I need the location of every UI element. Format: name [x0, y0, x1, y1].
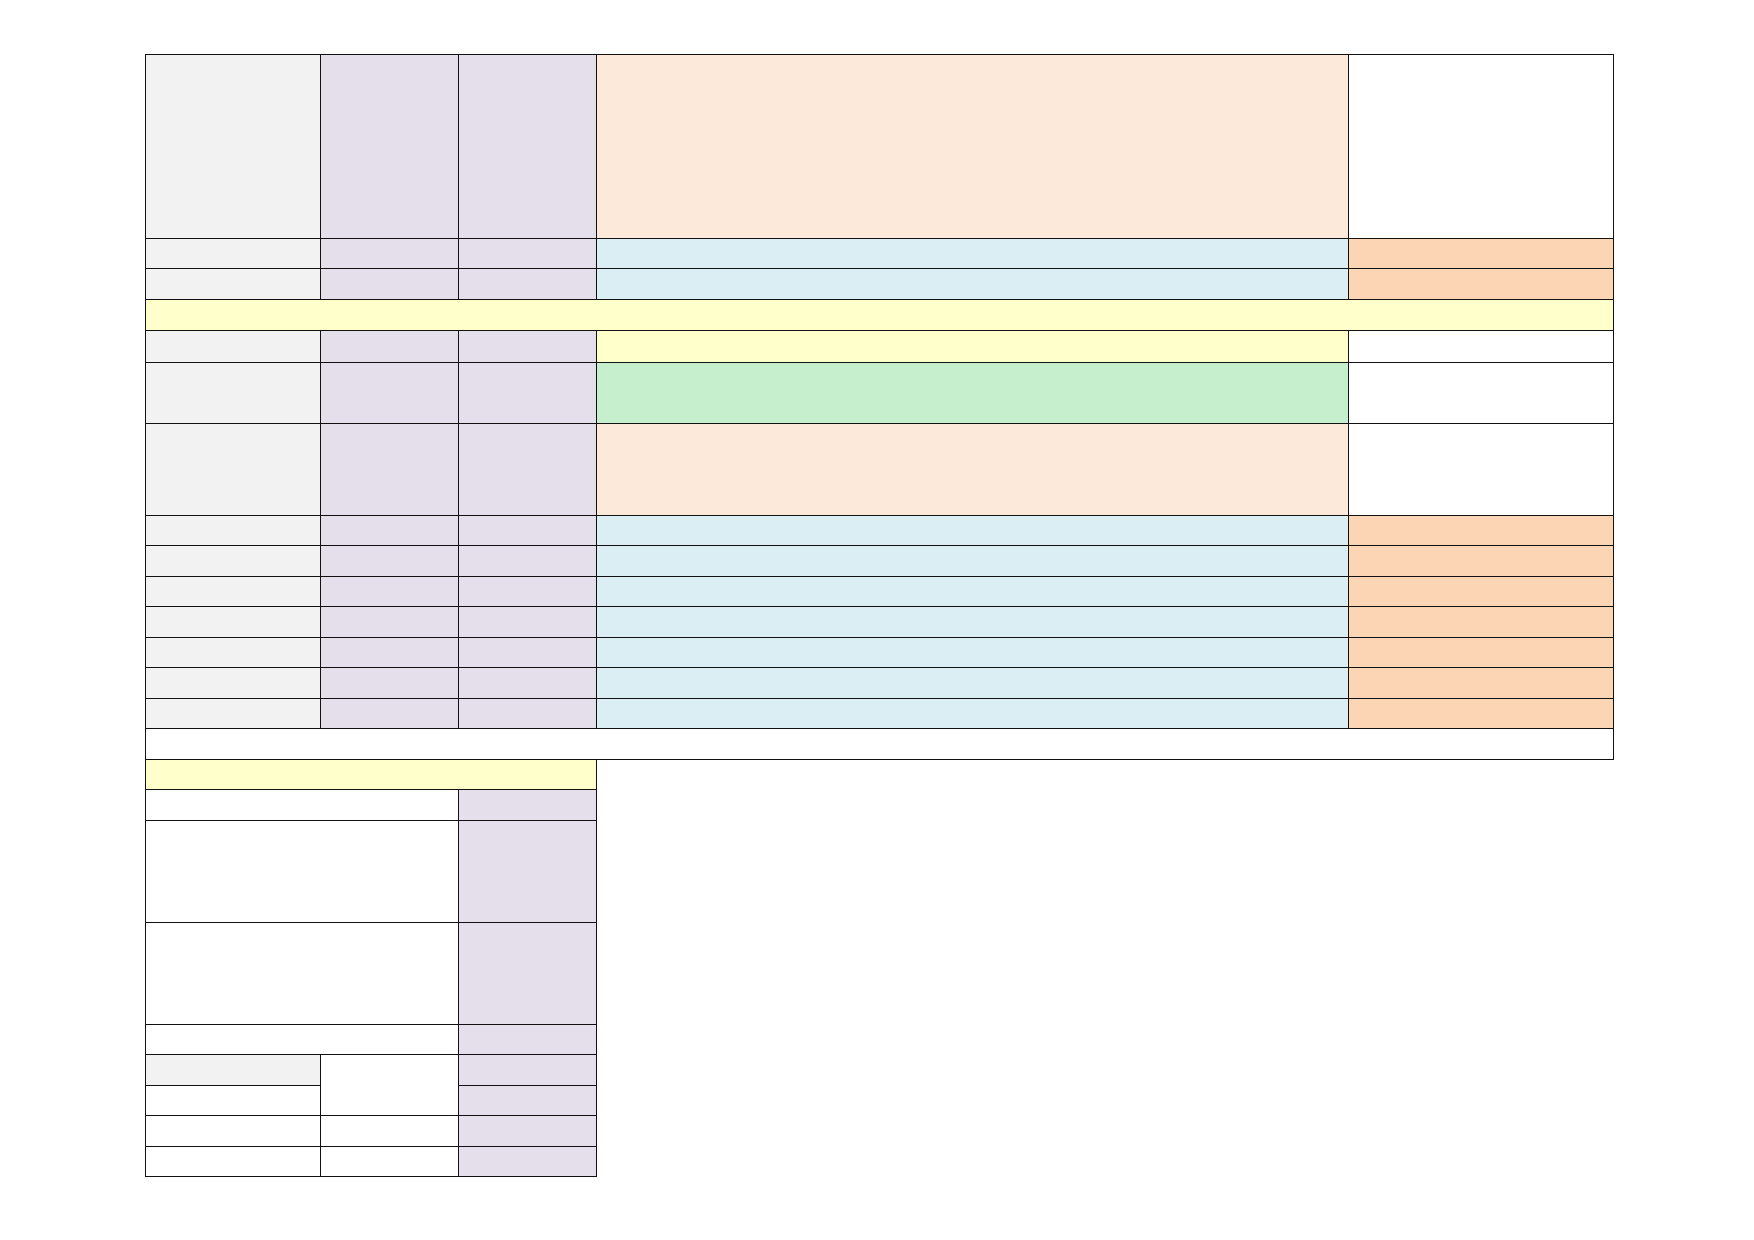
header-col-c[interactable]	[458, 54, 597, 239]
data-row-1-col-d[interactable]	[596, 515, 1349, 546]
row-1-col-a[interactable]	[145, 238, 321, 269]
summary-row-3-value[interactable]	[458, 922, 597, 1025]
row-1-col-d[interactable]	[596, 238, 1349, 269]
summary-row-3-label[interactable]	[145, 922, 459, 1025]
data-row-2-col-a[interactable]	[145, 545, 321, 577]
subheader-2-col-c[interactable]	[458, 423, 597, 516]
summary-row-8-col-b[interactable]	[320, 1146, 459, 1177]
subheader-2-col-b[interactable]	[320, 423, 459, 516]
summary-banner[interactable]	[145, 759, 597, 790]
section-row-col-a[interactable]	[145, 330, 321, 363]
data-row-3-col-e[interactable]	[1348, 576, 1614, 607]
row-1-col-e[interactable]	[1348, 238, 1614, 269]
data-row-2-col-e[interactable]	[1348, 545, 1614, 577]
footer-row[interactable]	[145, 728, 1614, 760]
subheader-1-col-c[interactable]	[458, 362, 597, 424]
summary-row-7-col-a[interactable]	[145, 1115, 321, 1147]
summary-row-7-col-b[interactable]	[320, 1115, 459, 1147]
data-row-7-col-d[interactable]	[596, 698, 1349, 729]
subheader-1-col-d[interactable]	[596, 362, 1349, 424]
data-row-6-col-a[interactable]	[145, 667, 321, 699]
data-row-6-col-d[interactable]	[596, 667, 1349, 699]
row-1-col-c[interactable]	[458, 238, 597, 269]
subheader-2-col-a[interactable]	[145, 423, 321, 516]
subheader-1-col-b[interactable]	[320, 362, 459, 424]
data-row-1-col-b[interactable]	[320, 515, 459, 546]
subheader-2-col-d[interactable]	[596, 423, 1349, 516]
header-col-e[interactable]	[1348, 54, 1614, 239]
data-row-4-col-e[interactable]	[1348, 606, 1614, 638]
row-2-col-c[interactable]	[458, 268, 597, 300]
summary-row-1-label[interactable]	[145, 789, 459, 821]
subheader-1-col-a[interactable]	[145, 362, 321, 424]
data-row-5-col-a[interactable]	[145, 637, 321, 668]
header-col-a[interactable]	[145, 54, 321, 239]
summary-row-5-col-c[interactable]	[458, 1054, 597, 1086]
summary-row-8-col-c[interactable]	[458, 1146, 597, 1177]
data-row-5-col-c[interactable]	[458, 637, 597, 668]
data-row-6-col-e[interactable]	[1348, 667, 1614, 699]
data-row-7-col-e[interactable]	[1348, 698, 1614, 729]
data-row-4-col-a[interactable]	[145, 606, 321, 638]
header-col-b[interactable]	[320, 54, 459, 239]
summary-row-2-value[interactable]	[458, 820, 597, 923]
summary-row-5-col-b[interactable]	[320, 1054, 459, 1116]
subheader-2-col-e[interactable]	[1348, 423, 1614, 516]
row-2-col-a[interactable]	[145, 268, 321, 300]
data-row-4-col-c[interactable]	[458, 606, 597, 638]
row-2-col-d[interactable]	[596, 268, 1349, 300]
section-row-col-c[interactable]	[458, 330, 597, 363]
data-row-7-col-b[interactable]	[320, 698, 459, 729]
data-row-7-col-c[interactable]	[458, 698, 597, 729]
summary-row-6-col-c[interactable]	[458, 1085, 597, 1116]
data-row-4-col-b[interactable]	[320, 606, 459, 638]
section-banner[interactable]	[145, 299, 1614, 331]
summary-row-6-col-a[interactable]	[145, 1085, 321, 1116]
summary-row-4-label[interactable]	[145, 1024, 459, 1055]
data-row-1-col-c[interactable]	[458, 515, 597, 546]
data-row-2-col-d[interactable]	[596, 545, 1349, 577]
subheader-1-col-e[interactable]	[1348, 362, 1614, 424]
data-row-4-col-d[interactable]	[596, 606, 1349, 638]
section-row-col-e[interactable]	[1348, 330, 1614, 363]
data-row-5-col-e[interactable]	[1348, 637, 1614, 668]
data-row-3-col-c[interactable]	[458, 576, 597, 607]
summary-row-7-col-c[interactable]	[458, 1115, 597, 1147]
data-row-5-col-b[interactable]	[320, 637, 459, 668]
data-row-7-col-a[interactable]	[145, 698, 321, 729]
section-row-col-b[interactable]	[320, 330, 459, 363]
data-row-3-col-d[interactable]	[596, 576, 1349, 607]
data-row-2-col-c[interactable]	[458, 545, 597, 577]
data-row-2-col-b[interactable]	[320, 545, 459, 577]
row-2-col-e[interactable]	[1348, 268, 1614, 300]
data-row-3-col-b[interactable]	[320, 576, 459, 607]
data-row-1-col-e[interactable]	[1348, 515, 1614, 546]
header-col-d[interactable]	[596, 54, 1349, 239]
summary-row-8-col-a[interactable]	[145, 1146, 321, 1177]
row-2-col-b[interactable]	[320, 268, 459, 300]
data-row-6-col-b[interactable]	[320, 667, 459, 699]
data-row-1-col-a[interactable]	[145, 515, 321, 546]
summary-row-2-label[interactable]	[145, 820, 459, 923]
summary-row-5-col-a[interactable]	[145, 1054, 321, 1086]
section-row-col-d[interactable]	[596, 330, 1349, 363]
data-row-3-col-a[interactable]	[145, 576, 321, 607]
summary-row-1-value[interactable]	[458, 789, 597, 821]
data-row-5-col-d[interactable]	[596, 637, 1349, 668]
data-row-6-col-c[interactable]	[458, 667, 597, 699]
summary-row-4-value[interactable]	[458, 1024, 597, 1055]
row-1-col-b[interactable]	[320, 238, 459, 269]
